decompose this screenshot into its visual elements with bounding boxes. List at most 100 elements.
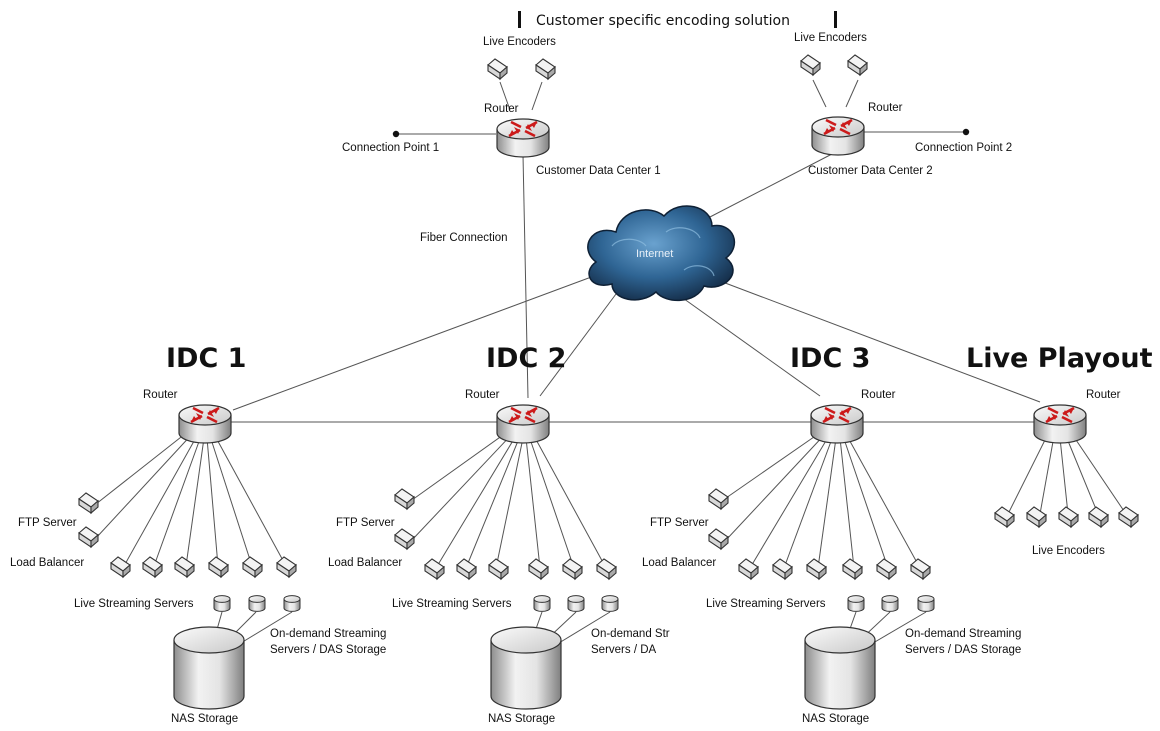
live-encoder-icon [994, 506, 1015, 528]
header-bracket-left [518, 11, 521, 28]
live-streaming-servers-label: Live Streaming Servers [706, 598, 826, 610]
disk-icon [567, 595, 585, 612]
nas-storage-label: NAS Storage [171, 713, 238, 725]
server-icon [208, 556, 229, 578]
router-icon [1032, 403, 1088, 445]
server-icon [876, 558, 897, 580]
idc-title: IDC 1 [166, 343, 246, 374]
customer-data-center-1: Live Encoders Router Connection Point 1 … [342, 36, 661, 177]
server-icon [528, 558, 549, 580]
on-demand-label-line2: Servers / DAS Storage [905, 644, 1021, 656]
router-label: Router [465, 389, 500, 401]
disk-icon [533, 595, 551, 612]
disk-icon [881, 595, 899, 612]
live-streaming-servers-label: Live Streaming Servers [74, 598, 194, 610]
idc-title: IDC 3 [790, 343, 870, 374]
nas-storage-label: NAS Storage [488, 713, 555, 725]
connection-point-label: Connection Point 2 [915, 142, 1012, 154]
load-balancer-icon [394, 528, 415, 550]
router-label: Router [484, 103, 519, 115]
live-encoders-label: Live Encoders [1032, 545, 1105, 557]
customer-data-center-2: Live Encoders Router Connection Point 2 … [794, 32, 1012, 177]
server-icon [842, 558, 863, 580]
live-encoder-icon [1026, 506, 1047, 528]
live-streaming-servers-label: Live Streaming Servers [392, 598, 512, 610]
on-demand-label-line1: On-demand Streaming [270, 628, 386, 640]
live-playout: Live Playout Router Live Encoders [966, 343, 1153, 557]
live-encoder-icon [1088, 506, 1109, 528]
server-icon [910, 558, 931, 580]
load-balancer-icon [78, 526, 99, 548]
ftp-server-label: FTP Server [18, 517, 77, 529]
router-label: Router [861, 389, 896, 401]
disk-icon [248, 595, 266, 612]
disk-icon [283, 595, 301, 612]
load-balancer-label: Load Balancer [10, 557, 84, 569]
live-encoders-label: Live Encoders [483, 36, 556, 48]
internet-cloud: Internet [587, 205, 736, 302]
server-icon [276, 556, 297, 578]
internet-label: Internet [636, 248, 673, 260]
live-encoder-icon [535, 58, 556, 80]
fiber-connection-label: Fiber Connection [420, 232, 508, 244]
connection-point-dot [392, 130, 400, 138]
server-icon [242, 556, 263, 578]
router-label: Router [868, 102, 903, 114]
load-balancer-icon [708, 528, 729, 550]
router-icon [495, 117, 551, 159]
server-icon [806, 558, 827, 580]
server-icon [596, 558, 617, 580]
playout-title: Live Playout [966, 343, 1153, 374]
load-balancer-label: Load Balancer [642, 557, 716, 569]
live-encoder-icon [847, 54, 868, 76]
live-encoder-icon [800, 54, 821, 76]
nas-storage-label: NAS Storage [802, 713, 869, 725]
nas-storage-icon [173, 626, 245, 710]
ftp-server-label: FTP Server [650, 517, 709, 529]
cloud-highlight-icon [611, 227, 715, 277]
live-encoder-icon [487, 58, 508, 80]
on-demand-label-line2: Servers / DA [591, 644, 657, 656]
connection-point-label: Connection Point 1 [342, 142, 439, 154]
site-label: Customer Data Center 1 [536, 165, 661, 177]
server-icon [142, 556, 163, 578]
header-bracket-right [834, 11, 837, 28]
router-label: Router [143, 389, 178, 401]
header-caption: Customer specific encoding solution [536, 13, 790, 29]
idc-2: IDC 2 Router FTP Server Load Balancer Li… [328, 343, 670, 725]
on-demand-label-line1: On-demand Str [591, 628, 670, 640]
server-icon [488, 558, 509, 580]
server-icon [738, 558, 759, 580]
router-icon [809, 403, 865, 445]
ftp-server-icon [394, 488, 415, 510]
router-icon [810, 115, 866, 157]
load-balancer-label: Load Balancer [328, 557, 402, 569]
router-icon [495, 403, 551, 445]
live-encoder-icon [1118, 506, 1139, 528]
router-icon [177, 403, 233, 445]
live-encoders-label: Live Encoders [794, 32, 867, 44]
server-icon [174, 556, 195, 578]
idc-3: IDC 3 Router FTP Server Load Balancer Li… [642, 343, 1021, 725]
disk-icon [847, 595, 865, 612]
server-icon [424, 558, 445, 580]
server-icon [772, 558, 793, 580]
on-demand-label-line1: On-demand Streaming [905, 628, 1021, 640]
server-icon [456, 558, 477, 580]
nas-storage-icon [490, 626, 562, 710]
site-label: Customer Data Center 2 [808, 165, 933, 177]
on-demand-label-line2: Servers / DAS Storage [270, 644, 386, 656]
header: Customer specific encoding solution [518, 11, 837, 29]
live-encoder-icon [1058, 506, 1079, 528]
idc-title: IDC 2 [486, 343, 566, 374]
nas-storage-icon [804, 626, 876, 710]
disk-icon [601, 595, 619, 612]
connection-point-dot [962, 128, 970, 136]
ftp-server-icon [708, 488, 729, 510]
router-label: Router [1086, 389, 1121, 401]
cloud-icon [587, 205, 736, 302]
server-icon [562, 558, 583, 580]
idc-1: IDC 1 Router FTP Server Load Balancer Li… [10, 343, 386, 725]
